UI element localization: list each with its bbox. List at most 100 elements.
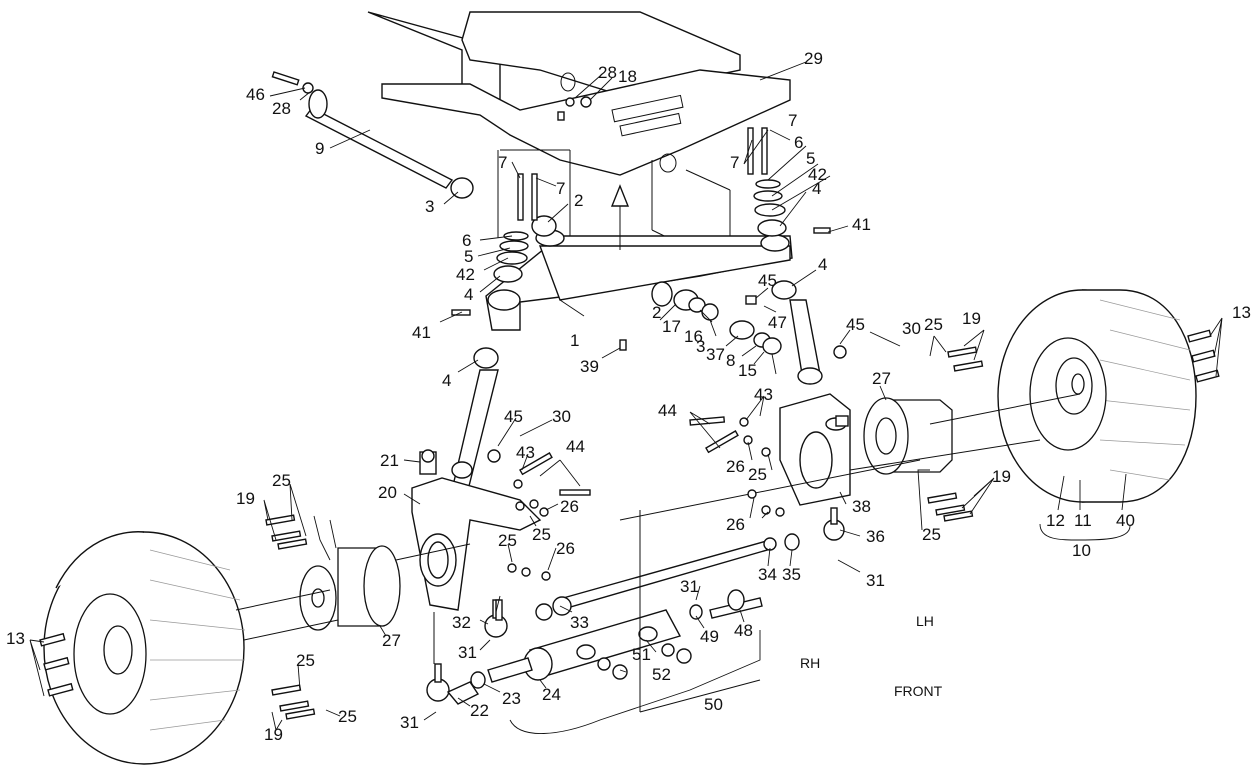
callout-7: 7	[788, 111, 797, 130]
callout-52: 52	[652, 665, 671, 684]
callout-36: 36	[866, 527, 885, 546]
callout-40: 40	[1116, 511, 1135, 530]
callout-17: 17	[662, 317, 681, 336]
callout-25: 25	[532, 525, 551, 544]
callout-22: 22	[470, 701, 489, 720]
left-hub	[299, 545, 401, 631]
callout-27: 27	[872, 369, 891, 388]
callout-19: 19	[992, 467, 1011, 486]
callout-7: 7	[498, 153, 507, 172]
callout-1: 1	[570, 331, 579, 350]
left-wheel	[43, 531, 246, 765]
callout-6: 6	[462, 231, 471, 250]
callout-31: 31	[866, 571, 885, 590]
callout-33: 33	[570, 613, 589, 632]
callout-28: 28	[272, 99, 291, 118]
callout-10: 10	[1072, 541, 1091, 560]
callout-19: 19	[962, 309, 981, 328]
callout-20: 20	[378, 483, 397, 502]
callout-4: 4	[464, 285, 473, 304]
callout-3: 3	[696, 337, 705, 356]
callout-7: 7	[730, 153, 739, 172]
callout-45: 45	[758, 271, 777, 290]
frame-bracket	[367, 11, 791, 269]
callout-30: 30	[902, 319, 921, 338]
callout-43: 43	[516, 443, 535, 462]
callout-16: 16	[684, 327, 703, 346]
right-hub	[863, 397, 953, 475]
callout-2: 2	[652, 303, 661, 322]
callout-24: 24	[542, 685, 561, 704]
lh-label: LH	[916, 613, 934, 629]
callout-4: 4	[818, 255, 827, 274]
callout-2: 2	[574, 191, 583, 210]
callout-48: 48	[734, 621, 753, 640]
callout-31: 31	[680, 577, 699, 596]
callout-9: 9	[315, 139, 324, 158]
callout-21: 21	[380, 451, 399, 470]
callout-25: 25	[748, 465, 767, 484]
callout-5: 5	[806, 149, 815, 168]
callout-26: 26	[560, 497, 579, 516]
callout-13: 13	[1232, 303, 1251, 322]
callout-15: 15	[738, 361, 757, 380]
callout-4: 4	[442, 371, 451, 390]
callout-18: 18	[618, 67, 637, 86]
steering-cylinder	[470, 589, 763, 689]
right-wheel	[997, 289, 1197, 503]
callout-8: 8	[726, 351, 735, 370]
callout-26: 26	[556, 539, 575, 558]
rh-label: RH	[800, 655, 820, 671]
callout-12: 12	[1046, 511, 1065, 530]
callout-25: 25	[924, 315, 943, 334]
callout-4: 4	[812, 179, 821, 198]
callout-25: 25	[922, 525, 941, 544]
callout-45: 45	[846, 315, 865, 334]
callout-47: 47	[768, 313, 787, 332]
callout-42: 42	[456, 265, 475, 284]
front-label: FRONT	[894, 683, 943, 699]
right-spindle	[779, 299, 851, 506]
callout-25: 25	[498, 531, 517, 550]
fasteners	[39, 96, 1220, 720]
callout-38: 38	[852, 497, 871, 516]
callout-39: 39	[580, 357, 599, 376]
callout-11: 11	[1074, 511, 1092, 530]
callout-49: 49	[700, 627, 719, 646]
callout-6: 6	[794, 133, 803, 152]
callout-46: 46	[246, 85, 265, 104]
callout-3: 3	[425, 197, 434, 216]
callout-27: 27	[382, 631, 401, 650]
callout-28: 28	[598, 63, 617, 82]
callout-26: 26	[726, 457, 745, 476]
callout-19: 19	[264, 725, 283, 744]
leader-lines	[29, 61, 1223, 734]
callout-30: 30	[552, 407, 571, 426]
axle-arm	[485, 229, 793, 331]
callout-50: 50	[704, 695, 723, 714]
tie-rod	[535, 533, 800, 621]
callout-25: 25	[338, 707, 357, 726]
callout-19: 19	[236, 489, 255, 508]
callout-29: 29	[804, 49, 823, 68]
callout-35: 35	[782, 565, 801, 584]
callout-41: 41	[852, 215, 871, 234]
callout-44: 44	[566, 437, 585, 456]
callout-31: 31	[458, 643, 477, 662]
callout-43: 43	[754, 385, 773, 404]
callout-25: 25	[296, 651, 315, 670]
callout-23: 23	[502, 689, 521, 708]
callout-51: 51	[632, 645, 651, 664]
callout-45: 45	[504, 407, 523, 426]
pivot-shaft	[271, 71, 474, 199]
callout-31: 31	[400, 713, 419, 732]
callout-32: 32	[452, 613, 471, 632]
callout-26: 26	[726, 515, 745, 534]
axis-lines	[235, 184, 1081, 713]
callout-41: 41	[412, 323, 431, 342]
callout-7: 7	[556, 179, 565, 198]
callout-labels: 46 28 28 18 29 9 3 7 7 2 6 5 42 4 41 1 3…	[6, 49, 1251, 744]
callout-13: 13	[6, 629, 25, 648]
callout-44: 44	[658, 401, 677, 420]
